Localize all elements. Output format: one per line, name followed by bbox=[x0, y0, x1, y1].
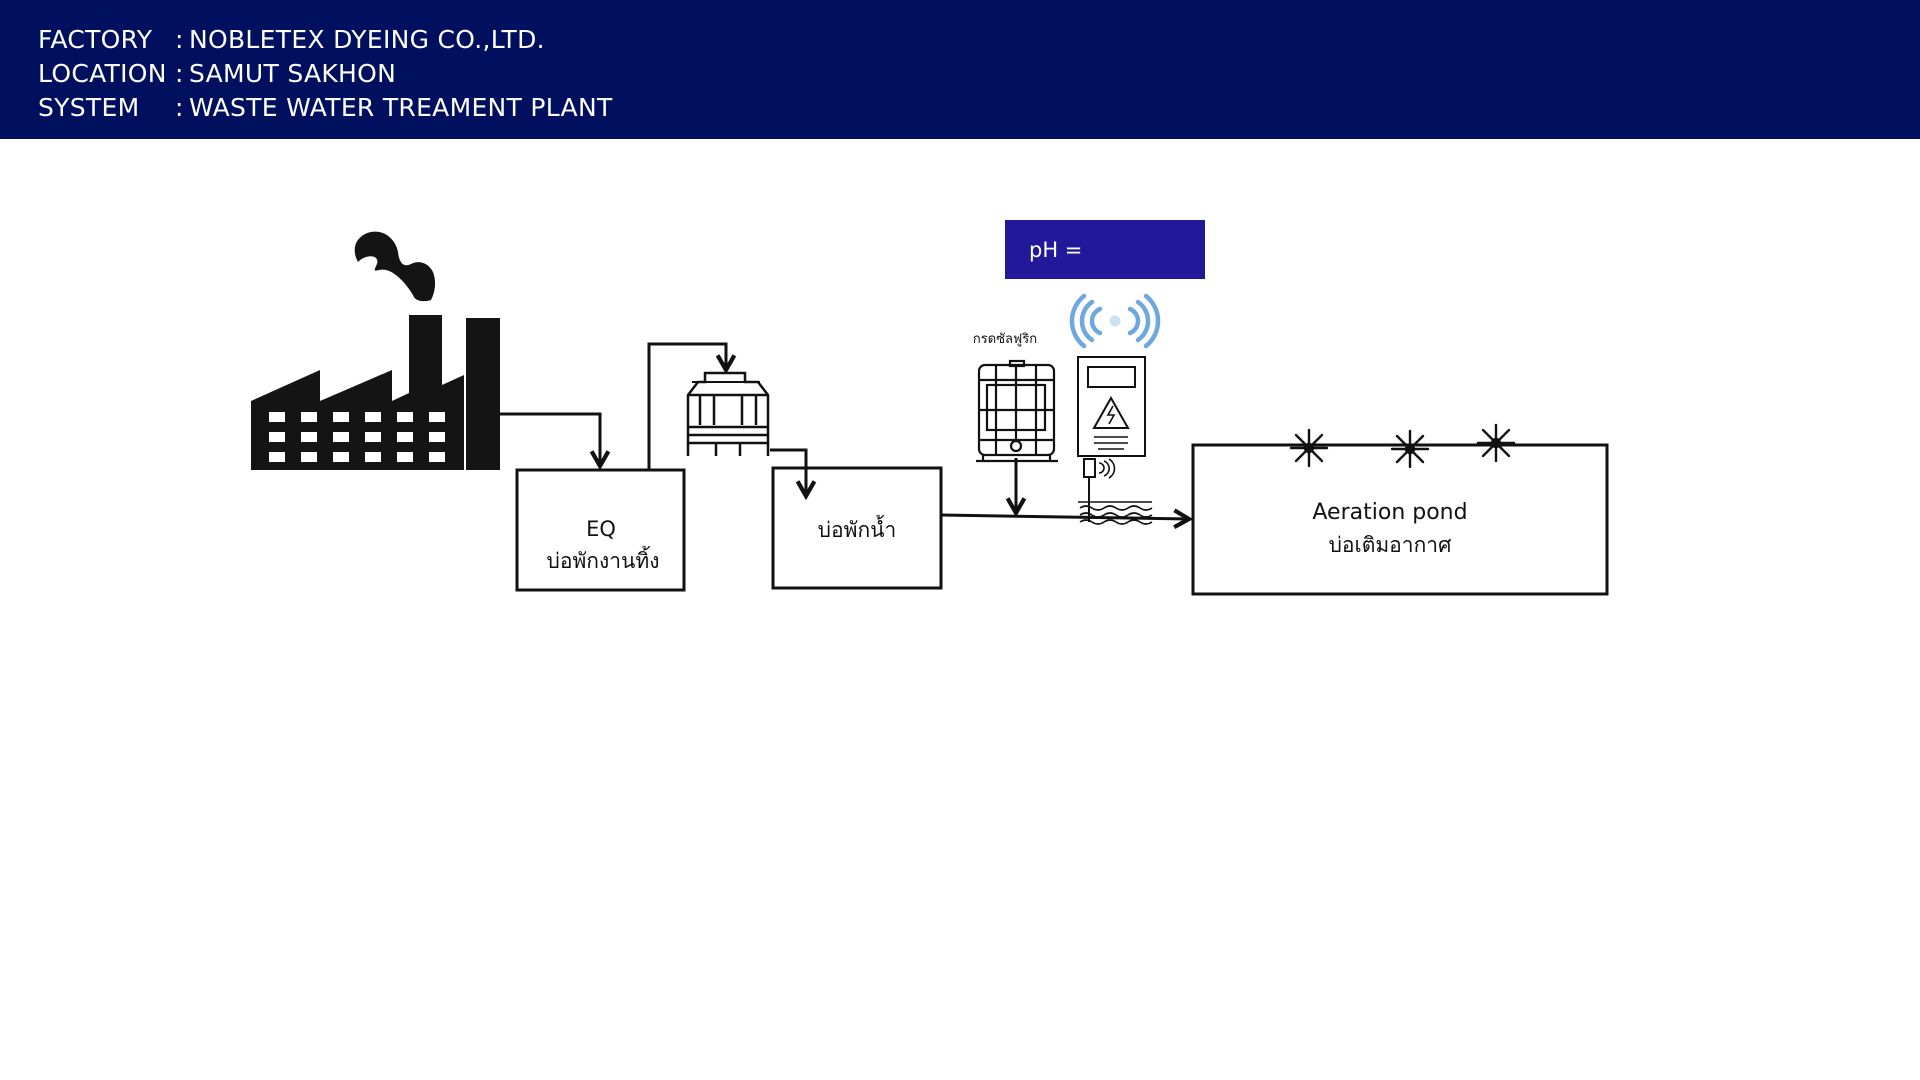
cooling-tower-icon bbox=[686, 371, 770, 456]
ph-controller-icon bbox=[1077, 356, 1146, 457]
location-label: LOCATION bbox=[38, 59, 167, 88]
system-label: SYSTEM bbox=[38, 93, 140, 122]
flow-factory-to-eq bbox=[500, 412, 600, 466]
eq-tank-subtitle: บ่อพักงานทิ้ง bbox=[546, 549, 660, 573]
flow-eq-to-tower bbox=[647, 342, 726, 470]
flow-holding-to-aeration bbox=[940, 515, 1189, 519]
location-sep: : bbox=[175, 59, 184, 88]
factory-row: FACTORY:NOBLETEX DYEING CO.,LTD. bbox=[38, 25, 545, 54]
holding-tank-box bbox=[771, 466, 943, 590]
factory-value: NOBLETEX DYEING CO.,LTD. bbox=[189, 25, 545, 54]
aeration-pond-title: Aeration pond bbox=[1312, 500, 1468, 525]
eq-tank-title: EQ bbox=[586, 517, 616, 541]
ph-sensor-icon bbox=[1078, 458, 1153, 525]
factory-sep: : bbox=[175, 25, 184, 54]
factory-label: FACTORY bbox=[38, 25, 153, 54]
ph-label: pH = bbox=[1029, 237, 1083, 262]
wireless-signal-icon bbox=[1069, 293, 1161, 349]
header-banner: FACTORY:NOBLETEX DYEING CO.,LTD. LOCATIO… bbox=[0, 0, 1920, 139]
aerator-icon bbox=[1289, 423, 1516, 469]
holding-tank-title: บ่อพักน้ำ bbox=[817, 518, 897, 542]
system-row: SYSTEM:WASTE WATER TREAMENT PLANT bbox=[38, 93, 613, 122]
aeration-pond-subtitle: บ่อเติมอากาศ bbox=[1328, 533, 1452, 557]
flow-lines bbox=[500, 342, 1189, 519]
ph-indicator: pH = bbox=[1005, 220, 1205, 279]
flow-tower-to-holding bbox=[770, 448, 806, 496]
factory-icon bbox=[251, 231, 500, 470]
ibc-tank-icon bbox=[976, 359, 1058, 463]
system-sep: : bbox=[175, 93, 184, 122]
location-row: LOCATION:SAMUT SAKHON bbox=[38, 59, 396, 88]
acid-tank-label: กรดซัลฟูริก bbox=[972, 332, 1038, 347]
system-value: WASTE WATER TREAMENT PLANT bbox=[189, 93, 613, 122]
location-value: SAMUT SAKHON bbox=[189, 59, 397, 88]
